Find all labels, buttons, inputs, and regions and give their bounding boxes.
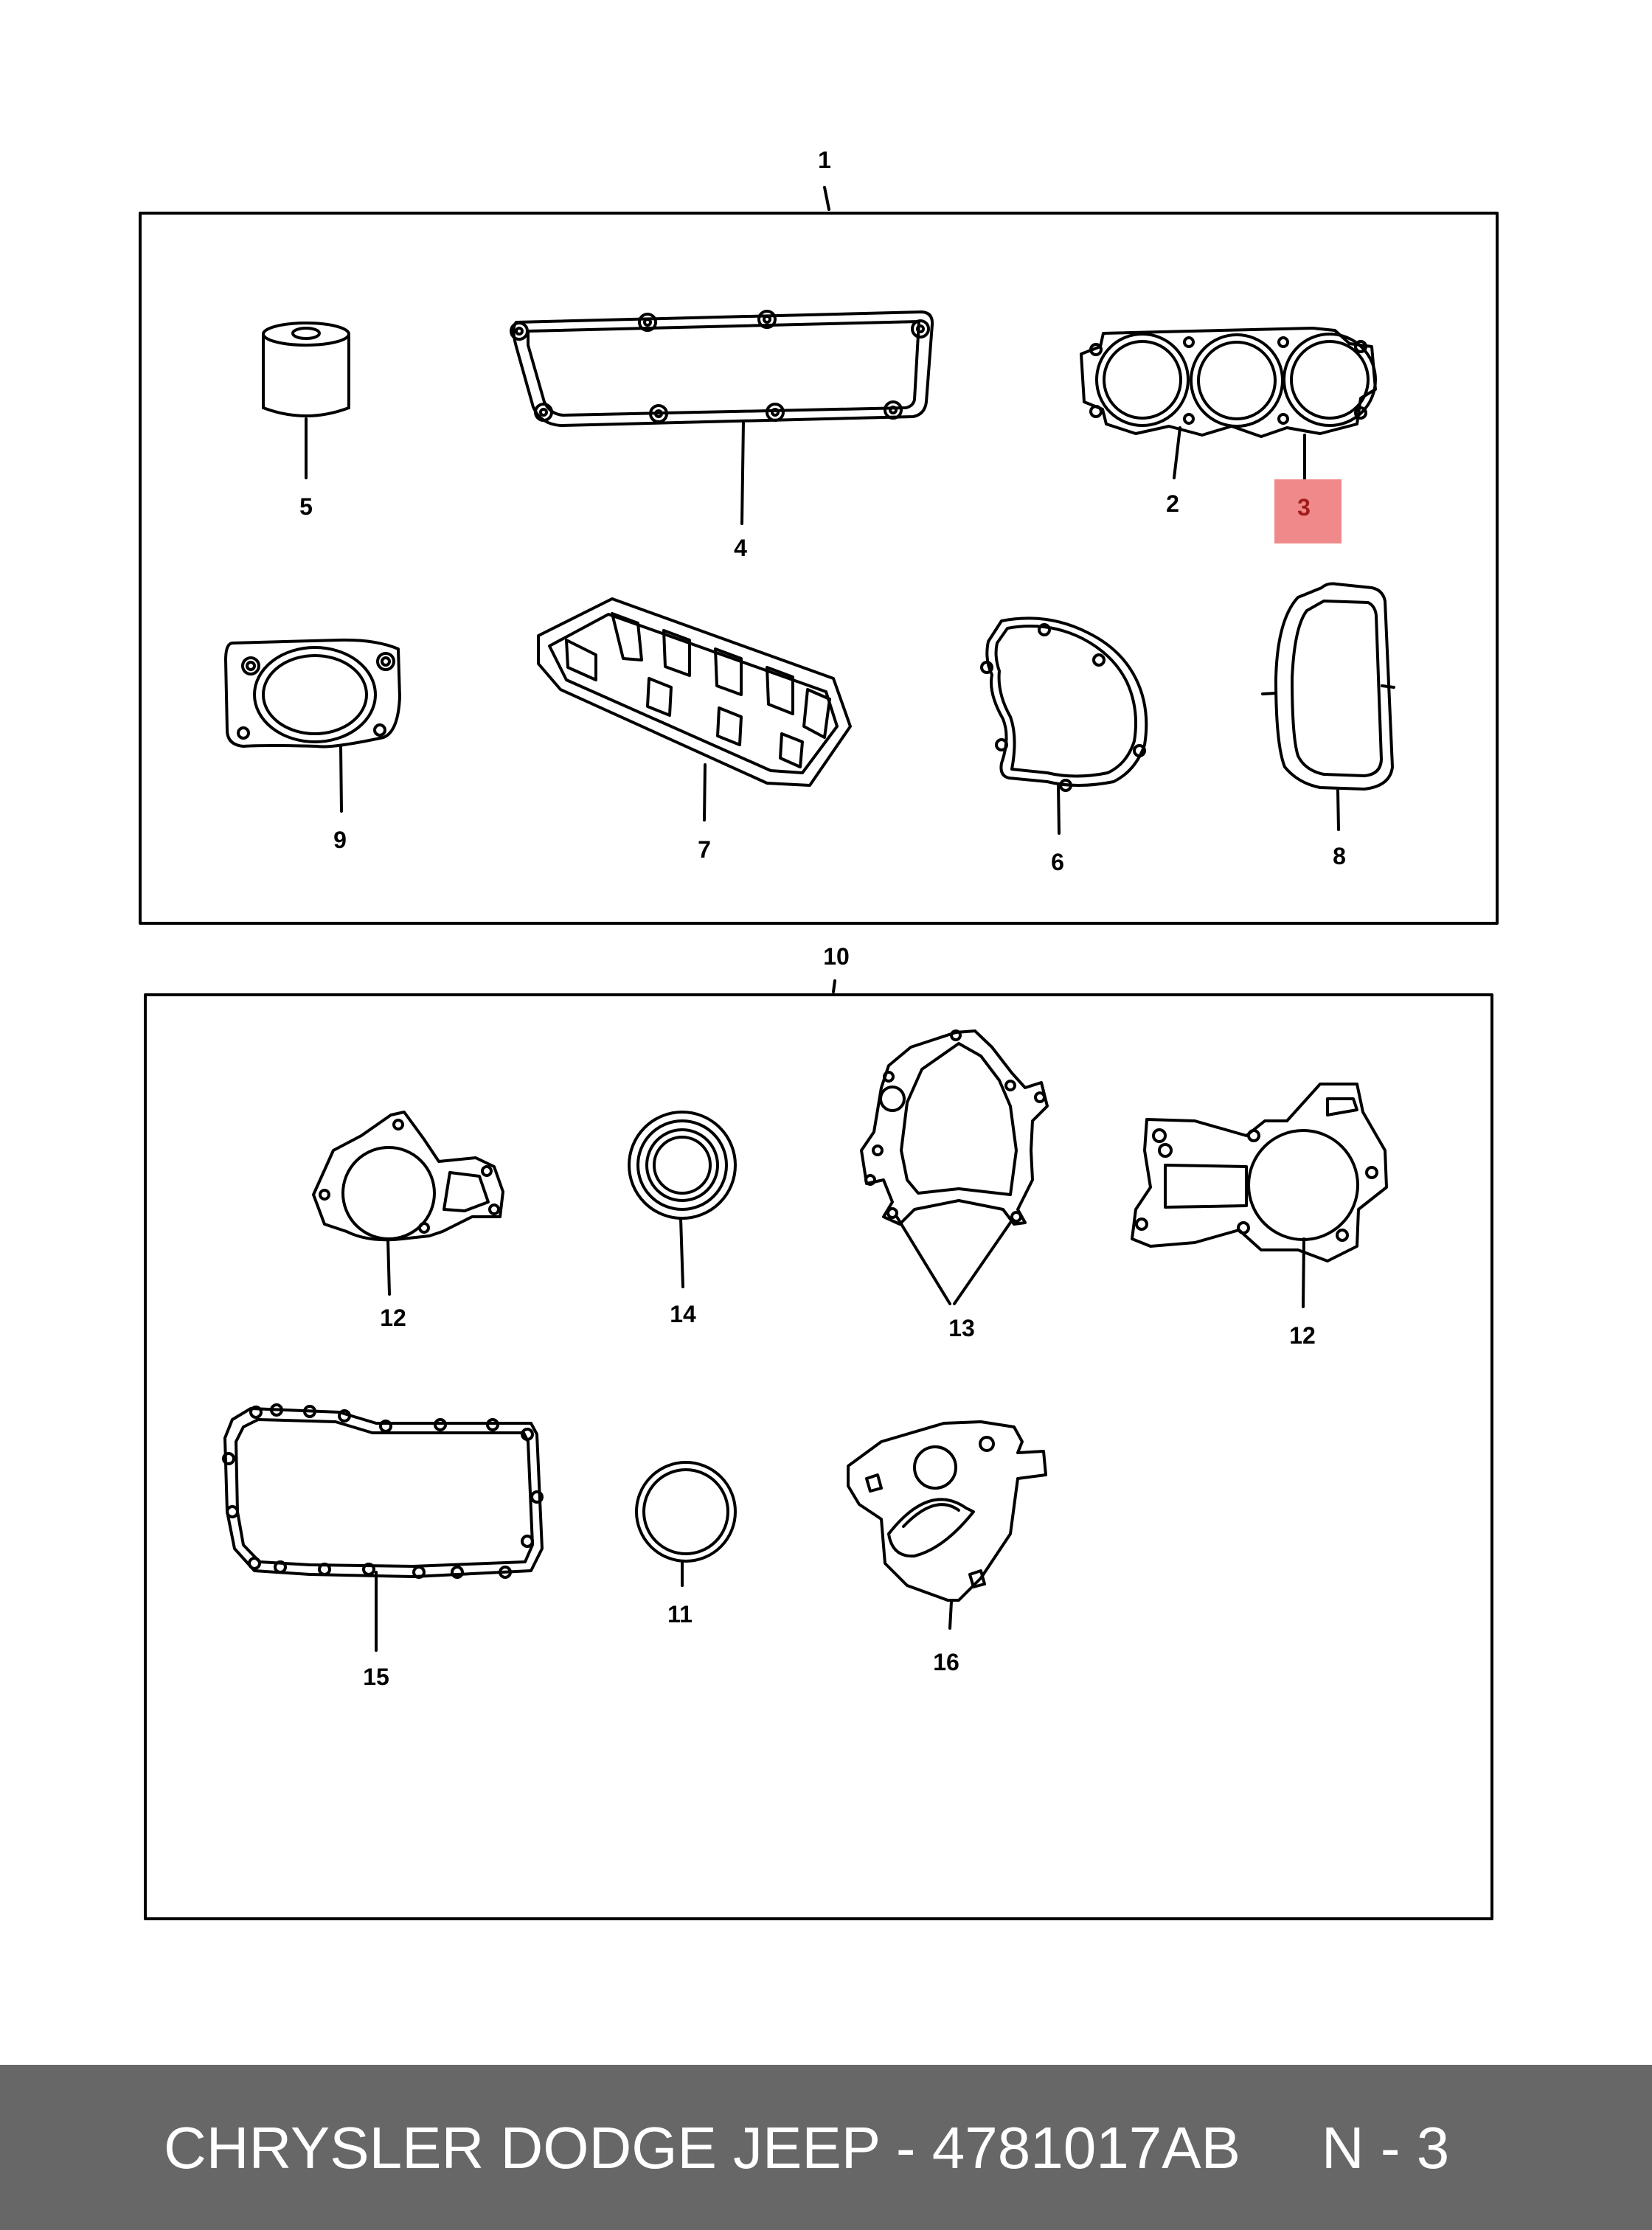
part-15-oil-pan-gasket <box>222 1403 544 1652</box>
callout-11: 11 <box>667 1601 693 1628</box>
part-4-valve-cover-gasket <box>510 310 934 525</box>
part-8-throttle-gasket <box>1261 582 1395 831</box>
footer-page-code: N - 3 <box>1321 2115 1450 2181</box>
callout-4: 4 <box>734 535 747 561</box>
callout-9: 9 <box>333 827 347 853</box>
callout-5: 5 <box>299 493 313 520</box>
part-14-crank-seal <box>628 1111 737 1288</box>
callout-6: 6 <box>1051 849 1064 875</box>
part-16-oil-pump-gasket <box>847 1420 1047 1630</box>
callout-13: 13 <box>948 1315 975 1341</box>
part-5-seal <box>262 322 350 479</box>
callout-3: 3 <box>1297 494 1311 521</box>
kit-1-frame <box>139 212 1499 925</box>
callout-10: 10 <box>823 943 850 970</box>
part-7-intake-gasket <box>537 597 852 822</box>
part-13-timing-chain-cover <box>860 1029 1049 1305</box>
part-9-exhaust-gasket <box>224 638 401 813</box>
callout-7: 7 <box>698 836 711 863</box>
callout-3-highlight <box>1274 479 1342 543</box>
part-12-water-pump-gasket-right <box>1131 1083 1388 1308</box>
part-6-timing-cover-gasket <box>980 616 1148 835</box>
callout-8: 8 <box>1333 843 1346 869</box>
part-2-3-head-gasket <box>1080 327 1377 482</box>
callout-16: 16 <box>933 1649 959 1675</box>
part-12-water-pump-gasket-left <box>312 1111 504 1296</box>
footer-brand-part-number: CHRYSLER DODGE JEEP - 4781017AB <box>164 2115 1240 2181</box>
part-11-o-ring <box>635 1461 737 1587</box>
kit-1-leader <box>823 186 830 211</box>
callout-1: 1 <box>818 147 831 173</box>
footer-bar <box>0 2065 1652 2230</box>
callout-12-left: 12 <box>380 1305 406 1331</box>
kit-10-leader <box>832 979 836 993</box>
callout-2: 2 <box>1166 490 1179 517</box>
callout-12-right: 12 <box>1289 1322 1316 1349</box>
callout-14: 14 <box>670 1301 696 1327</box>
footer-caption: CHRYSLER DODGE JEEP - 4781017AB N - 3 <box>164 2115 1521 2181</box>
kit-10-frame <box>144 993 1493 1920</box>
callout-15: 15 <box>363 1664 389 1690</box>
